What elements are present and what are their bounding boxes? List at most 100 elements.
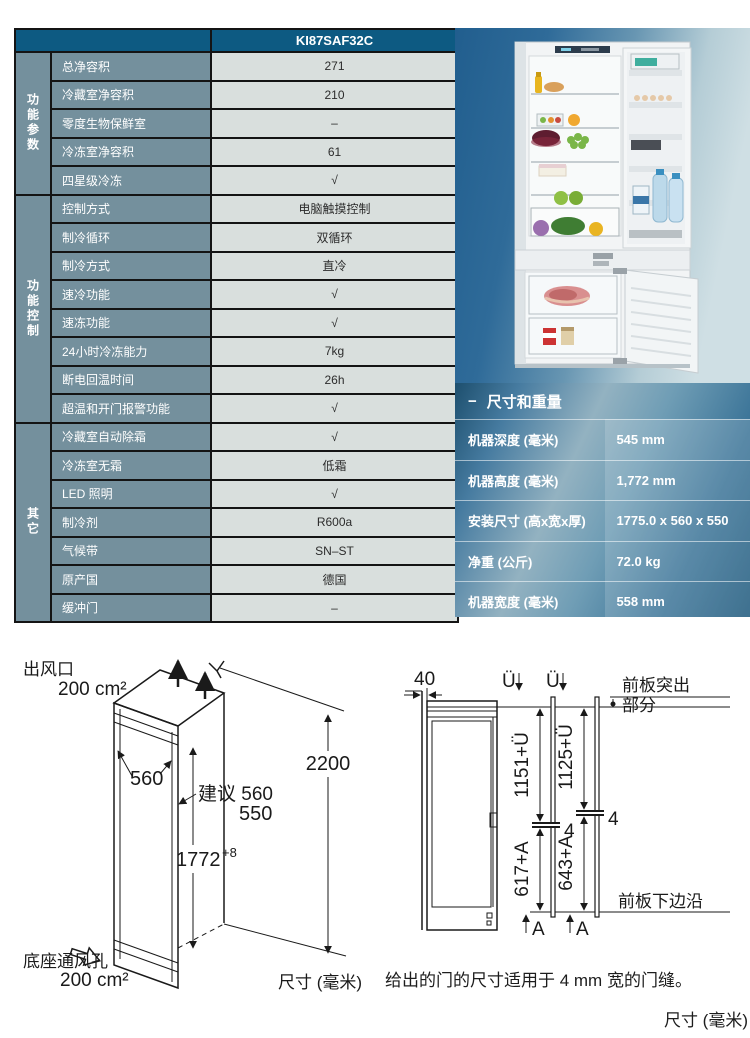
spec-row-label: 制冷方式 <box>52 252 210 279</box>
product-panel: − 尺寸和重量 机器深度 (毫米) 545 mm 机器高度 (毫米) 1,772… <box>455 28 750 617</box>
units-label-right: 尺寸 (毫米) <box>663 1011 748 1030</box>
door-gap-caption: 给出的门的尺寸适用于 4 mm 宽的门缝。 <box>385 971 692 990</box>
spec-row-label: 制冷循环 <box>52 224 210 251</box>
spec-row-label: 冷藏室自动除霜 <box>52 423 210 450</box>
product-photo <box>455 28 750 383</box>
appliance-profile <box>405 690 730 931</box>
niche-outline <box>112 669 226 990</box>
base-vent-label: 底座通风孔 <box>23 952 108 971</box>
spec-row-label: 超温和开门报警功能 <box>52 395 210 422</box>
door-diagram-labels: 40 Ü Ü 前板突出 部分 1151+Ü 1125+Ü 4 4 617+A 6… <box>414 669 703 940</box>
spec-row-label: 控制方式 <box>52 195 210 222</box>
dims-row: 机器深度 (毫米) 545 mm <box>455 419 750 460</box>
spec-row-label: 冷冻室净容积 <box>52 138 210 165</box>
spec-row-value: 双循环 <box>212 224 457 251</box>
spec-row-label: 气候带 <box>52 537 210 564</box>
spec-row-value: 电脑触摸控制 <box>212 195 457 222</box>
spec-row-value: √ <box>212 281 457 308</box>
dim-lower-right: 643+A <box>556 835 577 891</box>
spec-row-value: 26h <box>212 366 457 393</box>
air-outlet-area: 200 cm² <box>58 679 127 700</box>
group-label-function-params: 功能参数 <box>16 53 50 194</box>
leader-dot <box>610 701 616 707</box>
spec-row-label: 冷冻室无霜 <box>52 452 210 479</box>
air-outlet-label: 出风口 <box>23 660 74 679</box>
niche-diagram-labels: 出风口 200 cm² 560 建议 560 550 1772 +8 2200 … <box>23 660 362 992</box>
front-protrude-label-1: 前板突出 <box>622 676 690 695</box>
table-header-spacer <box>16 30 210 51</box>
spec-row-label: 原产国 <box>52 566 210 593</box>
a-label-1: A <box>532 919 545 940</box>
model-number-header: KI87SAF32C <box>212 30 457 51</box>
spec-row-value: 7kg <box>212 338 457 365</box>
spec-row-label: 缓冲门 <box>52 594 210 621</box>
spec-row-value: 直冷 <box>212 252 457 279</box>
dims-row-value: 1775.0 x 560 x 550 <box>616 513 729 529</box>
niche-height-value: 1772 <box>176 849 221 871</box>
door-dimension-diagram: 40 Ü Ü 前板突出 部分 1151+Ü 1125+Ü 4 4 617+A 6… <box>404 669 730 940</box>
dims-row: 安装尺寸 (高x宽x厚) 1775.0 x 560 x 550 <box>455 500 750 541</box>
spec-row-value: √ <box>212 309 457 336</box>
ue-label-1: Ü <box>502 671 516 692</box>
spec-row-value: R600a <box>212 509 457 536</box>
spec-row-value: 271 <box>212 53 457 80</box>
spec-row-value: 210 <box>212 81 457 108</box>
dims-row-value: 72.0 kg <box>616 553 661 569</box>
group-label-function-control: 功能控制 <box>16 195 50 422</box>
spec-row-label: 总净容积 <box>52 53 210 80</box>
spec-row-label: 零度生物保鲜室 <box>52 110 210 137</box>
group-label-other: 其它 <box>16 423 50 621</box>
dims-row: 机器宽度 (毫米) 558 mm <box>455 581 750 617</box>
door-dimension-lines <box>404 673 614 933</box>
spec-row-value: – <box>212 594 457 621</box>
spec-row-value: √ <box>212 395 457 422</box>
spec-row-value: 61 <box>212 138 457 165</box>
collapse-indicator-icon[interactable]: − <box>468 392 477 410</box>
dims-row-label: 机器高度 (毫米) <box>468 473 559 489</box>
suggested-depth-1: 建议 560 <box>198 783 273 805</box>
spec-row-label: 速冻功能 <box>52 309 210 336</box>
dimension-lines <box>117 667 347 957</box>
spec-row-label: 四星级冷冻 <box>52 167 210 194</box>
spec-row-value: √ <box>212 480 457 507</box>
spec-row-value: SN–ST <box>212 537 457 564</box>
front-protrude-label-2: 部分 <box>622 696 656 715</box>
base-vent-arrow-icon <box>69 946 102 967</box>
spec-row-value: √ <box>212 167 457 194</box>
units-label-left: 尺寸 (毫米) <box>278 973 362 992</box>
top-offset-value: 40 <box>414 669 435 690</box>
dims-row-label: 机器深度 (毫米) <box>468 433 559 449</box>
bottom-edge-label: 前板下边沿 <box>618 892 703 911</box>
suggested-depth-2: 550 <box>239 803 272 825</box>
dims-row-label: 净重 (公斤) <box>468 554 533 570</box>
spec-row-value: 低霜 <box>212 452 457 479</box>
dim-upper-left: 1151+Ü <box>512 732 533 798</box>
spec-table: KI87SAF32C 功能参数 总净容积 271 冷藏室净容积 210 零度生物… <box>14 28 459 623</box>
dimensions-weight-section: − 尺寸和重量 机器深度 (毫米) 545 mm 机器高度 (毫米) 1,772… <box>455 383 750 617</box>
niche-height-tolerance: +8 <box>222 845 237 860</box>
a-label-2: A <box>576 919 589 940</box>
dims-row-label: 安装尺寸 (高x宽x厚) <box>468 514 586 530</box>
dimensions-weight-header[interactable]: − 尺寸和重量 <box>455 383 750 419</box>
dims-row-value: 1,772 mm <box>616 472 676 488</box>
base-vent-area: 200 cm² <box>60 970 129 991</box>
spec-row-label: 冷藏室净容积 <box>52 81 210 108</box>
dim-lower-left: 617+A <box>512 841 533 897</box>
spec-row-label: 断电回温时间 <box>52 366 210 393</box>
gap-value-1: 4 <box>564 821 575 842</box>
airflow-arrows <box>168 659 225 699</box>
spec-row-label: 速冷功能 <box>52 281 210 308</box>
dims-value-column-shade <box>605 419 750 617</box>
niche-dimension-diagram: 出风口 200 cm² 560 建议 560 550 1772 +8 2200 … <box>23 659 362 992</box>
spec-row-value: √ <box>212 423 457 450</box>
dims-row-value: 558 mm <box>616 594 665 610</box>
ue-label-2: Ü <box>546 671 560 692</box>
total-height-value: 2200 <box>306 753 351 775</box>
spec-row-label: 制冷剂 <box>52 509 210 536</box>
inner-width-value: 560 <box>130 768 163 790</box>
dims-row: 机器高度 (毫米) 1,772 mm <box>455 459 750 501</box>
spec-row-label: LED 照明 <box>52 480 210 507</box>
spec-row-value: – <box>212 110 457 137</box>
dims-row-label: 机器宽度 (毫米) <box>468 595 559 611</box>
